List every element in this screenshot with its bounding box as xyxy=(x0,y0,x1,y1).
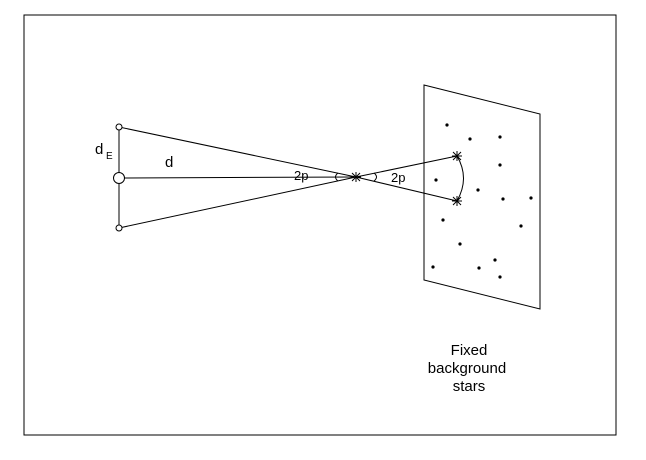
angle-arc-right xyxy=(373,172,377,182)
projection-arc xyxy=(456,155,464,202)
sightline-bottom xyxy=(118,176,357,229)
background-star-dot xyxy=(519,224,523,228)
background-star-dot xyxy=(501,197,505,201)
earth-position-bottom xyxy=(115,224,123,232)
background-star-dot xyxy=(529,196,533,200)
sun-circle xyxy=(113,172,125,184)
sightline-top xyxy=(118,126,357,178)
background-star-dot xyxy=(445,123,449,127)
near-star-icon xyxy=(351,172,361,182)
background-star-dot xyxy=(468,137,472,141)
sightline-middle xyxy=(118,176,357,179)
background-star-plane xyxy=(423,84,541,310)
parallax-angle-left-label: 2p xyxy=(294,168,308,183)
projected-star-lower-icon xyxy=(452,196,462,206)
earth-position-top xyxy=(115,123,123,131)
projection-line-lower xyxy=(355,176,458,202)
background-star-dot xyxy=(498,163,502,167)
angle-arc-left xyxy=(335,172,339,182)
background-star-dot xyxy=(458,242,462,246)
earth-diameter-subscript: E xyxy=(106,151,113,162)
background-star-dot xyxy=(441,218,445,222)
background-star-dot xyxy=(493,258,497,262)
caption-line-1: Fixed xyxy=(451,342,488,359)
earth-diameter-label: d xyxy=(95,141,103,158)
parallax-angle-right-label: 2p xyxy=(391,170,405,185)
projection-line-upper xyxy=(355,155,458,178)
projected-star-upper-icon xyxy=(452,151,462,161)
background-star-dot xyxy=(476,188,480,192)
background-star-dot xyxy=(498,275,502,279)
diagram-frame xyxy=(23,14,617,436)
caption-line-2: background xyxy=(428,360,506,377)
distance-label: d xyxy=(165,154,173,171)
background-star-dot xyxy=(434,178,438,182)
background-stars xyxy=(431,123,533,279)
caption-line-3: stars xyxy=(453,378,486,395)
background-star-dot xyxy=(498,135,502,139)
background-star-dot xyxy=(477,266,481,270)
background-star-dot xyxy=(431,265,435,269)
